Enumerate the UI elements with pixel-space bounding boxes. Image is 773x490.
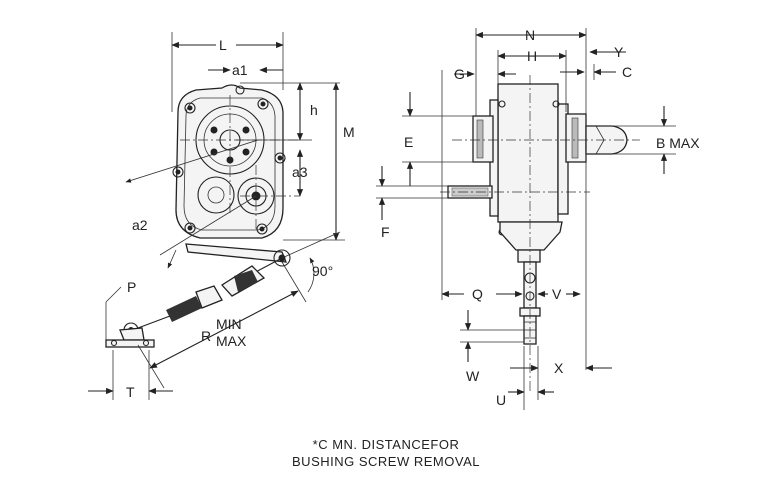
label-T: T xyxy=(126,384,135,400)
label-V: V xyxy=(552,286,562,302)
label-a3: a3 xyxy=(292,164,308,180)
label-W: W xyxy=(466,368,480,384)
label-F: F xyxy=(381,224,390,240)
label-C: C xyxy=(622,64,632,80)
label-L: L xyxy=(219,37,227,53)
label-X: X xyxy=(554,360,564,376)
label-min: MIN xyxy=(216,316,242,332)
gearbox-side-body xyxy=(497,83,559,223)
label-h: h xyxy=(310,102,318,118)
note-line-1: *C MN. DISTANCEFOR xyxy=(313,437,460,452)
front-view xyxy=(88,32,345,400)
label-R: R xyxy=(201,328,211,344)
arm-plate xyxy=(185,243,288,263)
label-G: G xyxy=(454,66,465,82)
label-M: M xyxy=(343,124,355,140)
label-max: MAX xyxy=(216,333,247,349)
label-P: P xyxy=(127,279,136,295)
output-shaft xyxy=(585,125,628,155)
label-a1: a1 xyxy=(232,62,248,78)
housing-bolts xyxy=(172,85,286,235)
label-H: H xyxy=(527,48,537,64)
label-E: E xyxy=(404,134,413,150)
side-view xyxy=(376,28,676,410)
label-a2: a2 xyxy=(132,217,148,233)
note-line-2: BUSHING SCREW REMOVAL xyxy=(292,454,480,469)
base-bracket xyxy=(105,322,155,348)
label-Q: Q xyxy=(472,286,483,302)
label-angle: 90° xyxy=(312,263,333,279)
label-B-max: B MAX xyxy=(656,135,700,151)
label-U: U xyxy=(496,392,506,408)
lower-left-gear xyxy=(197,176,235,214)
label-N: N xyxy=(525,27,535,43)
label-Y: Y xyxy=(614,44,624,60)
